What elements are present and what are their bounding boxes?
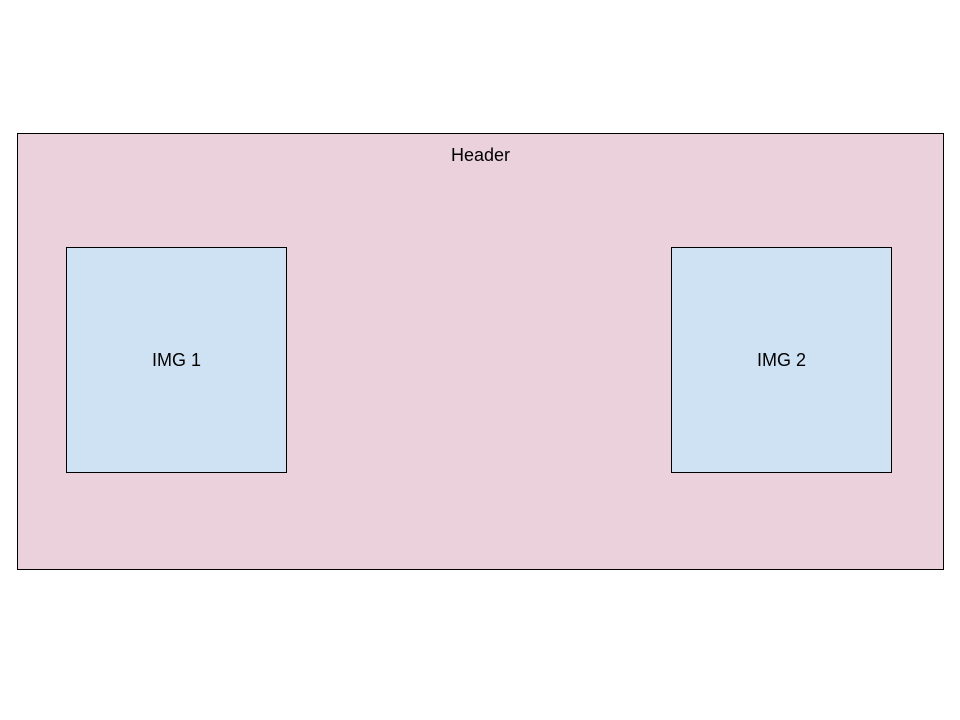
image-placeholder-2: IMG 2 xyxy=(671,247,892,473)
image-placeholder-1-label: IMG 1 xyxy=(151,350,201,370)
image-placeholder-2-label: IMG 2 xyxy=(756,350,806,370)
image-placeholder-1: IMG 1 xyxy=(66,247,287,473)
header-container: Header IMG 1 IMG 2 xyxy=(17,133,944,570)
header-label: Header xyxy=(450,145,511,165)
